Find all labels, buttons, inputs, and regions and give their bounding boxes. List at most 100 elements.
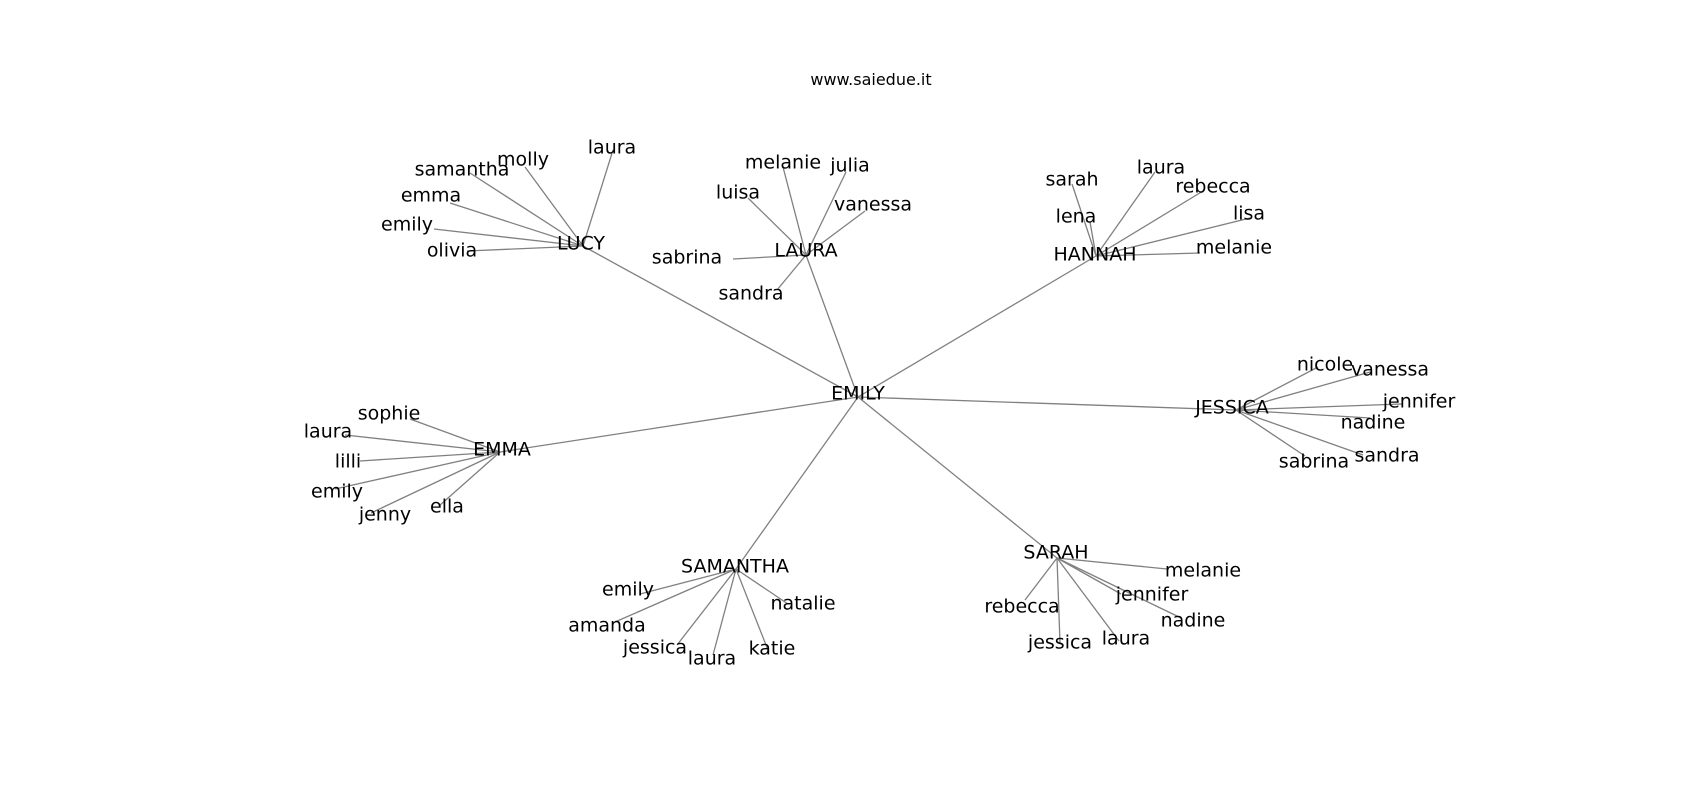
hub-node-label: SARAH <box>1023 542 1088 564</box>
edge-hub-to-leaf <box>582 149 614 247</box>
hub-node-label: JESSICA <box>1194 397 1269 419</box>
edge-center-to-hub <box>582 245 859 398</box>
edge-hub-to-leaf <box>1056 557 1120 642</box>
edge-hub-to-leaf <box>409 418 501 453</box>
leaf-node-label: laura <box>588 137 636 159</box>
edge-hub-to-leaf <box>747 197 807 256</box>
center-node-label: EMILY <box>831 383 885 405</box>
edge-hub-to-leaf <box>370 451 501 514</box>
leaf-node-label: sandra <box>1354 445 1419 467</box>
edge-hub-to-leaf <box>1056 557 1061 644</box>
edge-hub-to-leaf <box>1235 403 1403 411</box>
edge-hub-to-leaf <box>1095 252 1201 257</box>
edge-hub-to-leaf <box>1024 557 1058 601</box>
edge-hub-to-leaf <box>1071 183 1097 257</box>
edge-hub-to-leaf <box>1089 221 1097 257</box>
leaf-node-label: sabrina <box>652 247 722 269</box>
leaf-node-label: rebecca <box>1175 176 1250 198</box>
edge-hub-to-leaf <box>1235 409 1364 456</box>
leaf-node-label: emily <box>602 579 654 601</box>
hub-node-label: LUCY <box>557 233 605 255</box>
edge-hub-to-leaf <box>1235 366 1319 411</box>
edge-hub-to-leaf <box>1235 409 1371 419</box>
leaf-node-label: olivia <box>427 240 477 262</box>
leaf-node-label: nicole <box>1297 354 1353 376</box>
leaf-node-label: sophie <box>358 403 421 425</box>
edge-hub-to-leaf <box>735 568 769 651</box>
edge-center-to-hub <box>857 396 1058 559</box>
leaf-node-label: nadine <box>1161 610 1226 632</box>
edge-hub-to-leaf <box>639 568 737 595</box>
leaf-node-label: lena <box>1056 206 1097 228</box>
leaf-node-label: samantha <box>415 159 510 181</box>
leaf-node-label: lisa <box>1233 203 1265 225</box>
site-title: www.saiedue.it <box>810 70 932 89</box>
edge-hub-to-leaf <box>712 568 737 656</box>
hub-node-label: LAURA <box>774 240 837 262</box>
leaf-node-label: laura <box>1137 157 1185 179</box>
leaf-node-label: jennifer <box>1382 391 1456 413</box>
leaf-node-label: laura <box>688 648 736 670</box>
leaf-node-label: lilli <box>335 451 361 473</box>
edge-hub-to-leaf <box>1095 190 1204 257</box>
leaf-node-label: amanda <box>568 615 646 637</box>
leaf-node-label: nadine <box>1341 412 1406 434</box>
edge-center-to-hub <box>857 255 1097 398</box>
edge-hub-to-leaf <box>449 202 584 247</box>
hub-node-label: HANNAH <box>1054 244 1137 266</box>
edge-hub-to-leaf <box>359 451 501 462</box>
leaf-node-label: laura <box>304 421 352 443</box>
leaf-node-label: sarah <box>1045 169 1098 191</box>
edge-hub-to-leaf <box>469 172 584 247</box>
edge-hub-to-leaf <box>676 568 737 646</box>
leaf-node-label: ella <box>430 496 464 518</box>
leaf-node-label: molly <box>497 149 549 171</box>
leaf-node-label: sabrina <box>1279 451 1349 473</box>
leaf-node-label: emily <box>311 481 363 503</box>
hub-node-label: SAMANTHA <box>681 556 789 578</box>
leaf-node-label: natalie <box>770 593 835 615</box>
leaf-node-label: vanessa <box>1351 359 1429 381</box>
edge-hub-to-leaf <box>1056 557 1168 570</box>
edge-center-to-hub <box>857 396 1237 411</box>
edge-hub-to-leaf <box>805 210 866 256</box>
edge-hub-to-leaf <box>524 166 584 247</box>
edge-hub-to-leaf <box>433 228 584 247</box>
leaf-node-label: vanessa <box>834 194 912 216</box>
edge-hub-to-leaf <box>438 451 501 507</box>
edge-hub-to-leaf <box>732 254 807 260</box>
edge-hub-to-leaf <box>1235 371 1371 411</box>
hub-node-label: EMMA <box>473 439 531 461</box>
leaf-node-label: melanie <box>745 152 821 174</box>
leaf-node-label: julia <box>829 155 870 177</box>
edge-center-to-hub <box>499 396 859 453</box>
edge-hub-to-leaf <box>1235 409 1306 457</box>
edge-center-to-hub <box>805 254 859 398</box>
edge-hub-to-leaf <box>735 568 789 605</box>
edge-hub-to-leaf <box>614 568 737 623</box>
edge-hub-to-leaf <box>782 166 807 256</box>
edge-hub-to-leaf <box>805 171 847 256</box>
edge-hub-to-leaf <box>1095 171 1156 257</box>
edge-hub-to-leaf <box>334 451 501 490</box>
edge-hub-to-leaf <box>1095 217 1251 257</box>
leaf-node-label: emily <box>381 214 433 236</box>
leaf-node-label: jennifer <box>1115 584 1189 606</box>
leaf-node-label: luisa <box>716 182 760 204</box>
edge-hub-to-leaf <box>776 254 807 291</box>
leaf-node-label: melanie <box>1165 560 1241 582</box>
edge-hub-to-leaf <box>1056 557 1182 619</box>
edge-hub-to-leaf <box>344 434 501 453</box>
leaf-node-label: sandra <box>718 283 783 305</box>
edge-hub-to-leaf <box>1056 557 1122 595</box>
leaf-node-label: laura <box>1102 628 1150 650</box>
edge-hub-to-leaf <box>466 245 584 252</box>
leaf-node-label: jessica <box>1027 632 1092 654</box>
leaf-node-label: jenny <box>358 504 411 526</box>
edge-center-to-hub <box>735 396 859 570</box>
leaf-node-label: katie <box>749 638 796 660</box>
leaf-node-label: rebecca <box>984 596 1059 618</box>
leaf-node-label: melanie <box>1196 237 1272 259</box>
leaf-node-label: jessica <box>622 637 687 659</box>
